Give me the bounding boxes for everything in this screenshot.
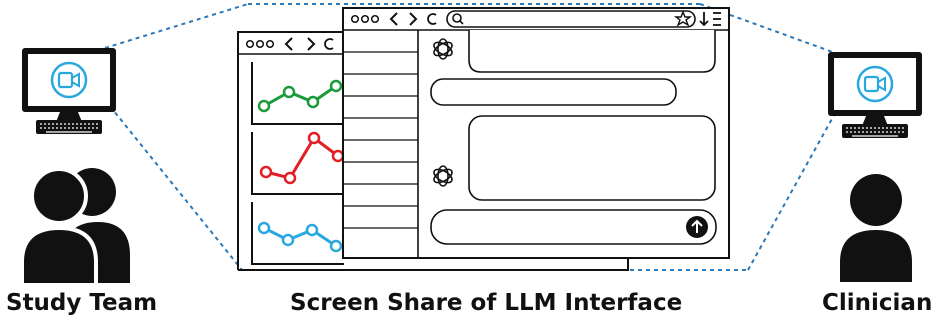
data-point bbox=[307, 131, 321, 145]
back-arrow-icon[interactable] bbox=[284, 37, 293, 51]
data-point bbox=[259, 165, 273, 179]
data-point bbox=[282, 85, 296, 99]
reload-icon[interactable] bbox=[324, 38, 334, 50]
star-icon[interactable] bbox=[673, 10, 693, 27]
data-point bbox=[331, 149, 345, 163]
chat-input[interactable] bbox=[430, 209, 717, 245]
screen-share-label: Screen Share of LLM Interface bbox=[290, 290, 683, 316]
back-arrow-icon[interactable] bbox=[389, 12, 398, 26]
study-team-people-icon bbox=[20, 167, 130, 287]
data-point bbox=[283, 171, 297, 185]
data-point bbox=[257, 99, 271, 113]
chat-history-sidebar bbox=[343, 30, 419, 258]
data-point bbox=[329, 239, 343, 253]
assistant-message-1 bbox=[431, 30, 716, 73]
study-team-computer bbox=[20, 46, 118, 136]
menu-icon[interactable] bbox=[713, 12, 721, 26]
arrow-up-icon bbox=[691, 219, 703, 233]
reload-icon[interactable] bbox=[427, 13, 437, 25]
data-point bbox=[306, 95, 320, 109]
window-dots-icon bbox=[350, 14, 380, 24]
chart-panel-blue bbox=[251, 202, 344, 265]
user-message bbox=[430, 78, 677, 106]
data-point bbox=[329, 79, 343, 93]
data-point bbox=[257, 221, 271, 235]
data-point bbox=[305, 223, 319, 237]
data-point bbox=[281, 233, 295, 247]
llm-browser-window bbox=[342, 7, 730, 259]
forward-arrow-icon[interactable] bbox=[409, 12, 418, 26]
window-dots-icon bbox=[245, 39, 275, 49]
search-icon bbox=[452, 13, 464, 25]
study-team-label: Study Team bbox=[6, 290, 158, 316]
clinician-person-icon bbox=[840, 174, 912, 282]
forward-arrow-icon[interactable] bbox=[307, 37, 316, 51]
chart-browser-window bbox=[237, 31, 629, 271]
address-bar[interactable] bbox=[446, 10, 696, 28]
clinician-label: Clinician bbox=[822, 290, 933, 316]
download-icon[interactable] bbox=[699, 12, 709, 27]
chart-panel-green bbox=[251, 62, 344, 125]
send-button[interactable] bbox=[686, 216, 708, 238]
assistant-message-2 bbox=[431, 115, 716, 201]
clinician-computer bbox=[826, 50, 924, 140]
chart-panel-red bbox=[251, 131, 345, 195]
